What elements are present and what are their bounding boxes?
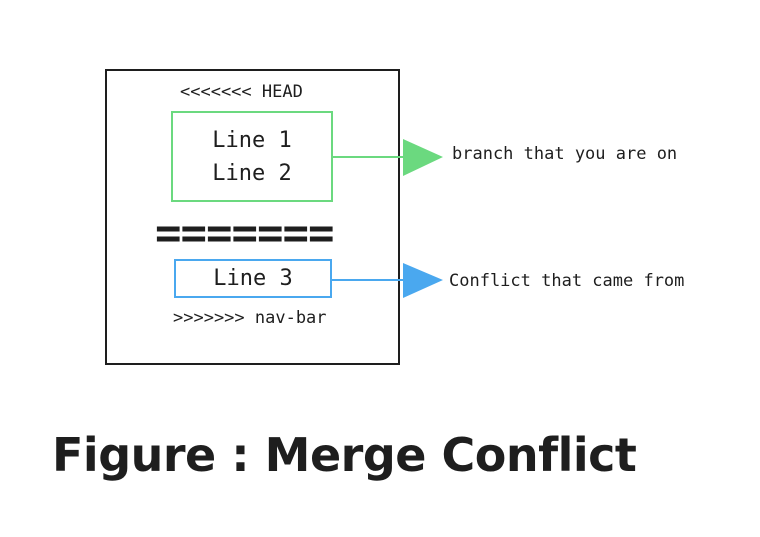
current-changes-box: Line 1 Line 2 xyxy=(171,111,333,202)
current-arrow-head xyxy=(403,139,443,176)
branch-marker: >>>>>>> nav-bar xyxy=(173,308,327,328)
incoming-arrow-head xyxy=(403,263,443,298)
head-marker: <<<<<<< HEAD xyxy=(180,82,303,102)
incoming-line-1: Line 3 xyxy=(213,266,293,291)
current-line-2: Line 2 xyxy=(212,160,292,186)
conflict-file-frame xyxy=(105,69,400,365)
conflict-separator: ======= xyxy=(155,208,334,259)
current-line-1: Line 1 xyxy=(212,127,292,153)
current-branch-label: branch that you are on xyxy=(452,144,678,164)
figure-caption: Figure : Merge Conflict xyxy=(52,428,637,482)
incoming-branch-label: Conflict that came from xyxy=(449,271,685,291)
incoming-changes-box: Line 3 xyxy=(174,259,332,298)
